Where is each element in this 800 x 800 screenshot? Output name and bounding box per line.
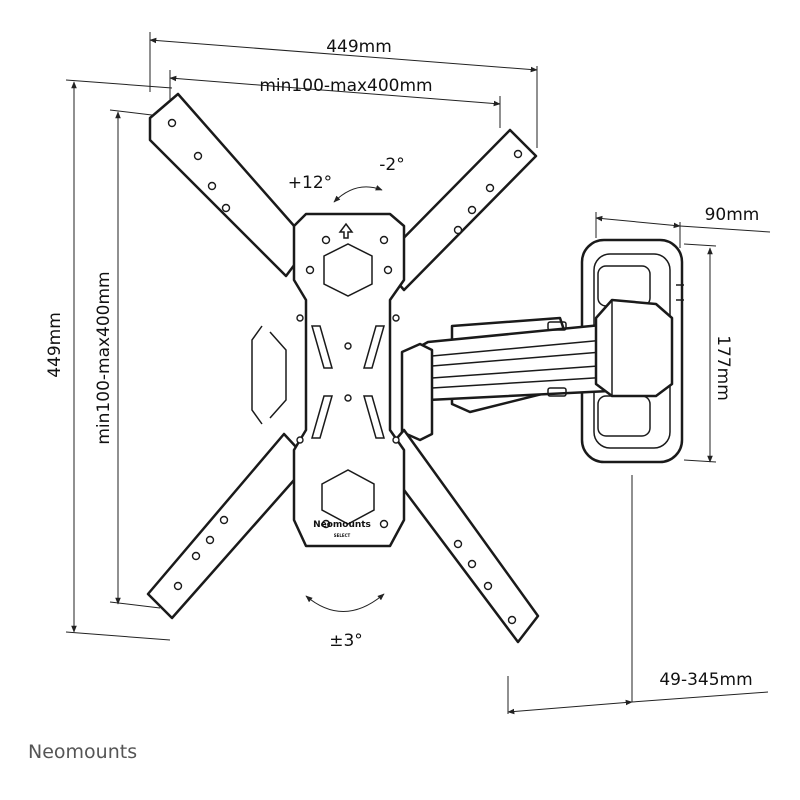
mounting-arm-top-right xyxy=(378,128,538,292)
footer-brand: Neomounts xyxy=(28,741,137,763)
tilt-up-label: +12° xyxy=(288,173,332,193)
rotation-indicator: ±3° xyxy=(305,593,385,651)
overall-height-label: 449mm xyxy=(45,312,65,378)
plate-logo-brand: Neomounts xyxy=(313,520,371,530)
dimension-wall-distance: 49-345mm xyxy=(507,475,769,715)
bottom-window xyxy=(321,469,375,525)
rotation-label: ±3° xyxy=(329,631,363,651)
tilt-down-label: -2° xyxy=(379,155,404,175)
dimension-wall-plate-width: 90mm xyxy=(595,205,771,248)
wall-distance-label: 49-345mm xyxy=(659,670,752,690)
vesa-height-label: min100-max400mm xyxy=(94,271,114,444)
overall-width-label: 449mm xyxy=(326,37,392,57)
swing-arm xyxy=(400,298,674,442)
up-arrow-icon xyxy=(338,222,354,239)
mounting-arm-bottom-left xyxy=(146,432,312,620)
plate-logo-line: SELECT xyxy=(334,533,351,538)
wall-plate-width-label: 90mm xyxy=(705,205,760,225)
tilt-indicator: +12° -2° xyxy=(288,155,405,203)
vesa-width-label: min100-max400mm xyxy=(259,76,432,96)
wall-plate-height-label: 177mm xyxy=(713,335,733,401)
top-window xyxy=(323,243,373,297)
dimension-vesa-height: min100-max400mm xyxy=(94,109,161,609)
mounting-arm-top-left xyxy=(148,92,312,278)
dimension-overall-width: 449mm xyxy=(149,32,538,148)
dimension-overall-height: 449mm xyxy=(45,79,173,641)
dimension-wall-plate-height: 177mm xyxy=(683,243,733,463)
center-plate: Neomounts SELECT xyxy=(251,212,406,548)
dimension-vesa-width: min100-max400mm xyxy=(169,70,501,128)
